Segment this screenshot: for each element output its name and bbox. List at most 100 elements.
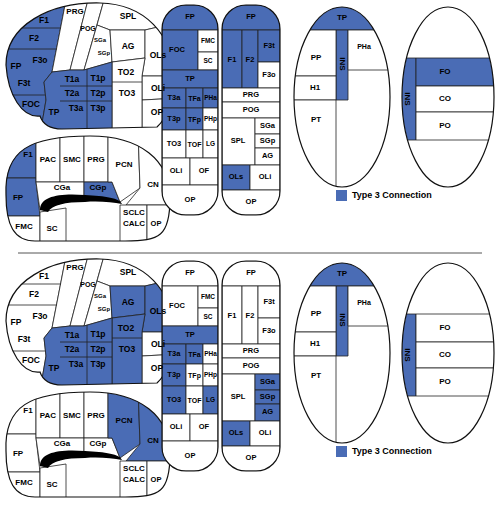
region-label: F3t: [263, 42, 274, 50]
region-label: FP: [11, 62, 22, 71]
region-label: F1: [23, 151, 32, 159]
region-label: PT: [311, 116, 321, 124]
region-label: T1p: [90, 330, 105, 339]
brain-region: [222, 358, 280, 374]
brain-region: [222, 374, 255, 421]
legend-text: Type 3 Connection: [352, 190, 432, 201]
region-label: OF: [199, 423, 209, 431]
region-label: POG: [80, 25, 96, 32]
region-label: PRG: [87, 412, 104, 420]
region-label: F1: [228, 312, 237, 320]
brain-region: [40, 464, 66, 501]
brain-region: [186, 130, 203, 158]
brain-region: [250, 165, 280, 190]
region-label: PCN: [116, 161, 133, 169]
brain-region: [186, 88, 203, 108]
brain-region: [222, 88, 280, 102]
brain-region: [255, 118, 280, 134]
region-label: OLi: [259, 429, 272, 437]
region-label: T1p: [90, 74, 105, 83]
brain-region: [110, 30, 145, 62]
brain-region: [40, 208, 66, 245]
ventral-view-ground: [162, 5, 218, 215]
brain-region: [40, 318, 112, 391]
region-label: SGp: [98, 50, 110, 56]
region-label: T1a: [65, 75, 80, 84]
region-label: SCLC: [123, 209, 145, 217]
legend-swatch: [336, 446, 347, 457]
region-label: PRG: [66, 264, 83, 272]
brain-region: [258, 30, 280, 62]
region-label: PHa: [357, 43, 371, 50]
brain-region: [190, 158, 218, 185]
region-label: CO: [439, 95, 451, 103]
region-label: T3p: [167, 115, 180, 123]
region-label: F3t: [18, 335, 31, 344]
region-label: TO3: [167, 140, 181, 148]
brain-region: [398, 58, 416, 140]
region-label: CALC: [123, 220, 145, 228]
region-label: OP: [246, 454, 257, 462]
region-label: TP: [185, 75, 195, 83]
region-label: F3t: [18, 79, 31, 88]
dorsal-view-regions: [222, 261, 280, 471]
brain-region: [348, 286, 395, 326]
medial-view-regions: [0, 386, 175, 501]
region-label: CGa: [54, 184, 70, 192]
region-boundary: [87, 69, 88, 135]
region-label: TFa: [188, 95, 200, 102]
region-label: F1: [23, 407, 32, 415]
dorsal-view-ground: [222, 5, 280, 215]
brain-region: [162, 386, 186, 414]
region-label: TFp: [188, 372, 201, 379]
panel-illustration: [0, 0, 500, 245]
region-label: FO: [439, 324, 450, 332]
region-label: F2: [246, 312, 255, 320]
brain-region: [290, 100, 336, 195]
region-boundary: [87, 325, 88, 391]
region-label: F3t: [263, 298, 274, 306]
brain-region: [255, 374, 280, 390]
region-label: TO3: [119, 345, 135, 354]
region-label: FOC: [22, 356, 40, 365]
medial-view-outline: [6, 136, 170, 241]
region-label: SGa: [94, 293, 106, 299]
lateral-view-outline: [6, 259, 173, 385]
brain-region: [222, 5, 280, 30]
brain-region: [198, 52, 218, 70]
region-label: TP: [49, 364, 60, 373]
region-label: TO2: [118, 68, 134, 77]
region-label: TP: [337, 14, 347, 22]
brain-region: [255, 404, 280, 421]
region-label: OLi: [151, 340, 165, 349]
brain-region: [40, 62, 112, 135]
supratemporal-view-regions: [290, 0, 395, 195]
region-label: FO: [439, 68, 450, 76]
region-label: POG: [80, 281, 96, 288]
region-label: H1: [310, 340, 320, 348]
region-label: PCN: [116, 417, 133, 425]
region-boundary: [112, 82, 142, 83]
brain-region: [162, 286, 198, 326]
region-label: PT: [311, 372, 321, 380]
brain-region: [242, 30, 258, 88]
corpus-callosum: [40, 450, 122, 468]
region-label: OP: [151, 364, 163, 373]
brain-region: [250, 421, 280, 446]
region-label: OLs: [229, 173, 244, 181]
brain-region: [290, 0, 395, 30]
brain-region: [190, 414, 218, 441]
brain-region: [416, 58, 500, 86]
opercular-view-outline: [402, 263, 494, 443]
region-label: T2p: [90, 89, 105, 98]
region-label: CGp: [90, 440, 107, 448]
brain-region: [222, 344, 280, 358]
brain-region: [416, 86, 500, 112]
brain-region: [198, 30, 218, 52]
ventral-view-regions: [162, 261, 218, 471]
supratemporal-view-regions: [290, 256, 395, 451]
region-label: CGp: [90, 184, 107, 192]
brain-region: [162, 130, 186, 158]
region-label: LG: [206, 141, 215, 148]
brain-region: [242, 286, 258, 344]
